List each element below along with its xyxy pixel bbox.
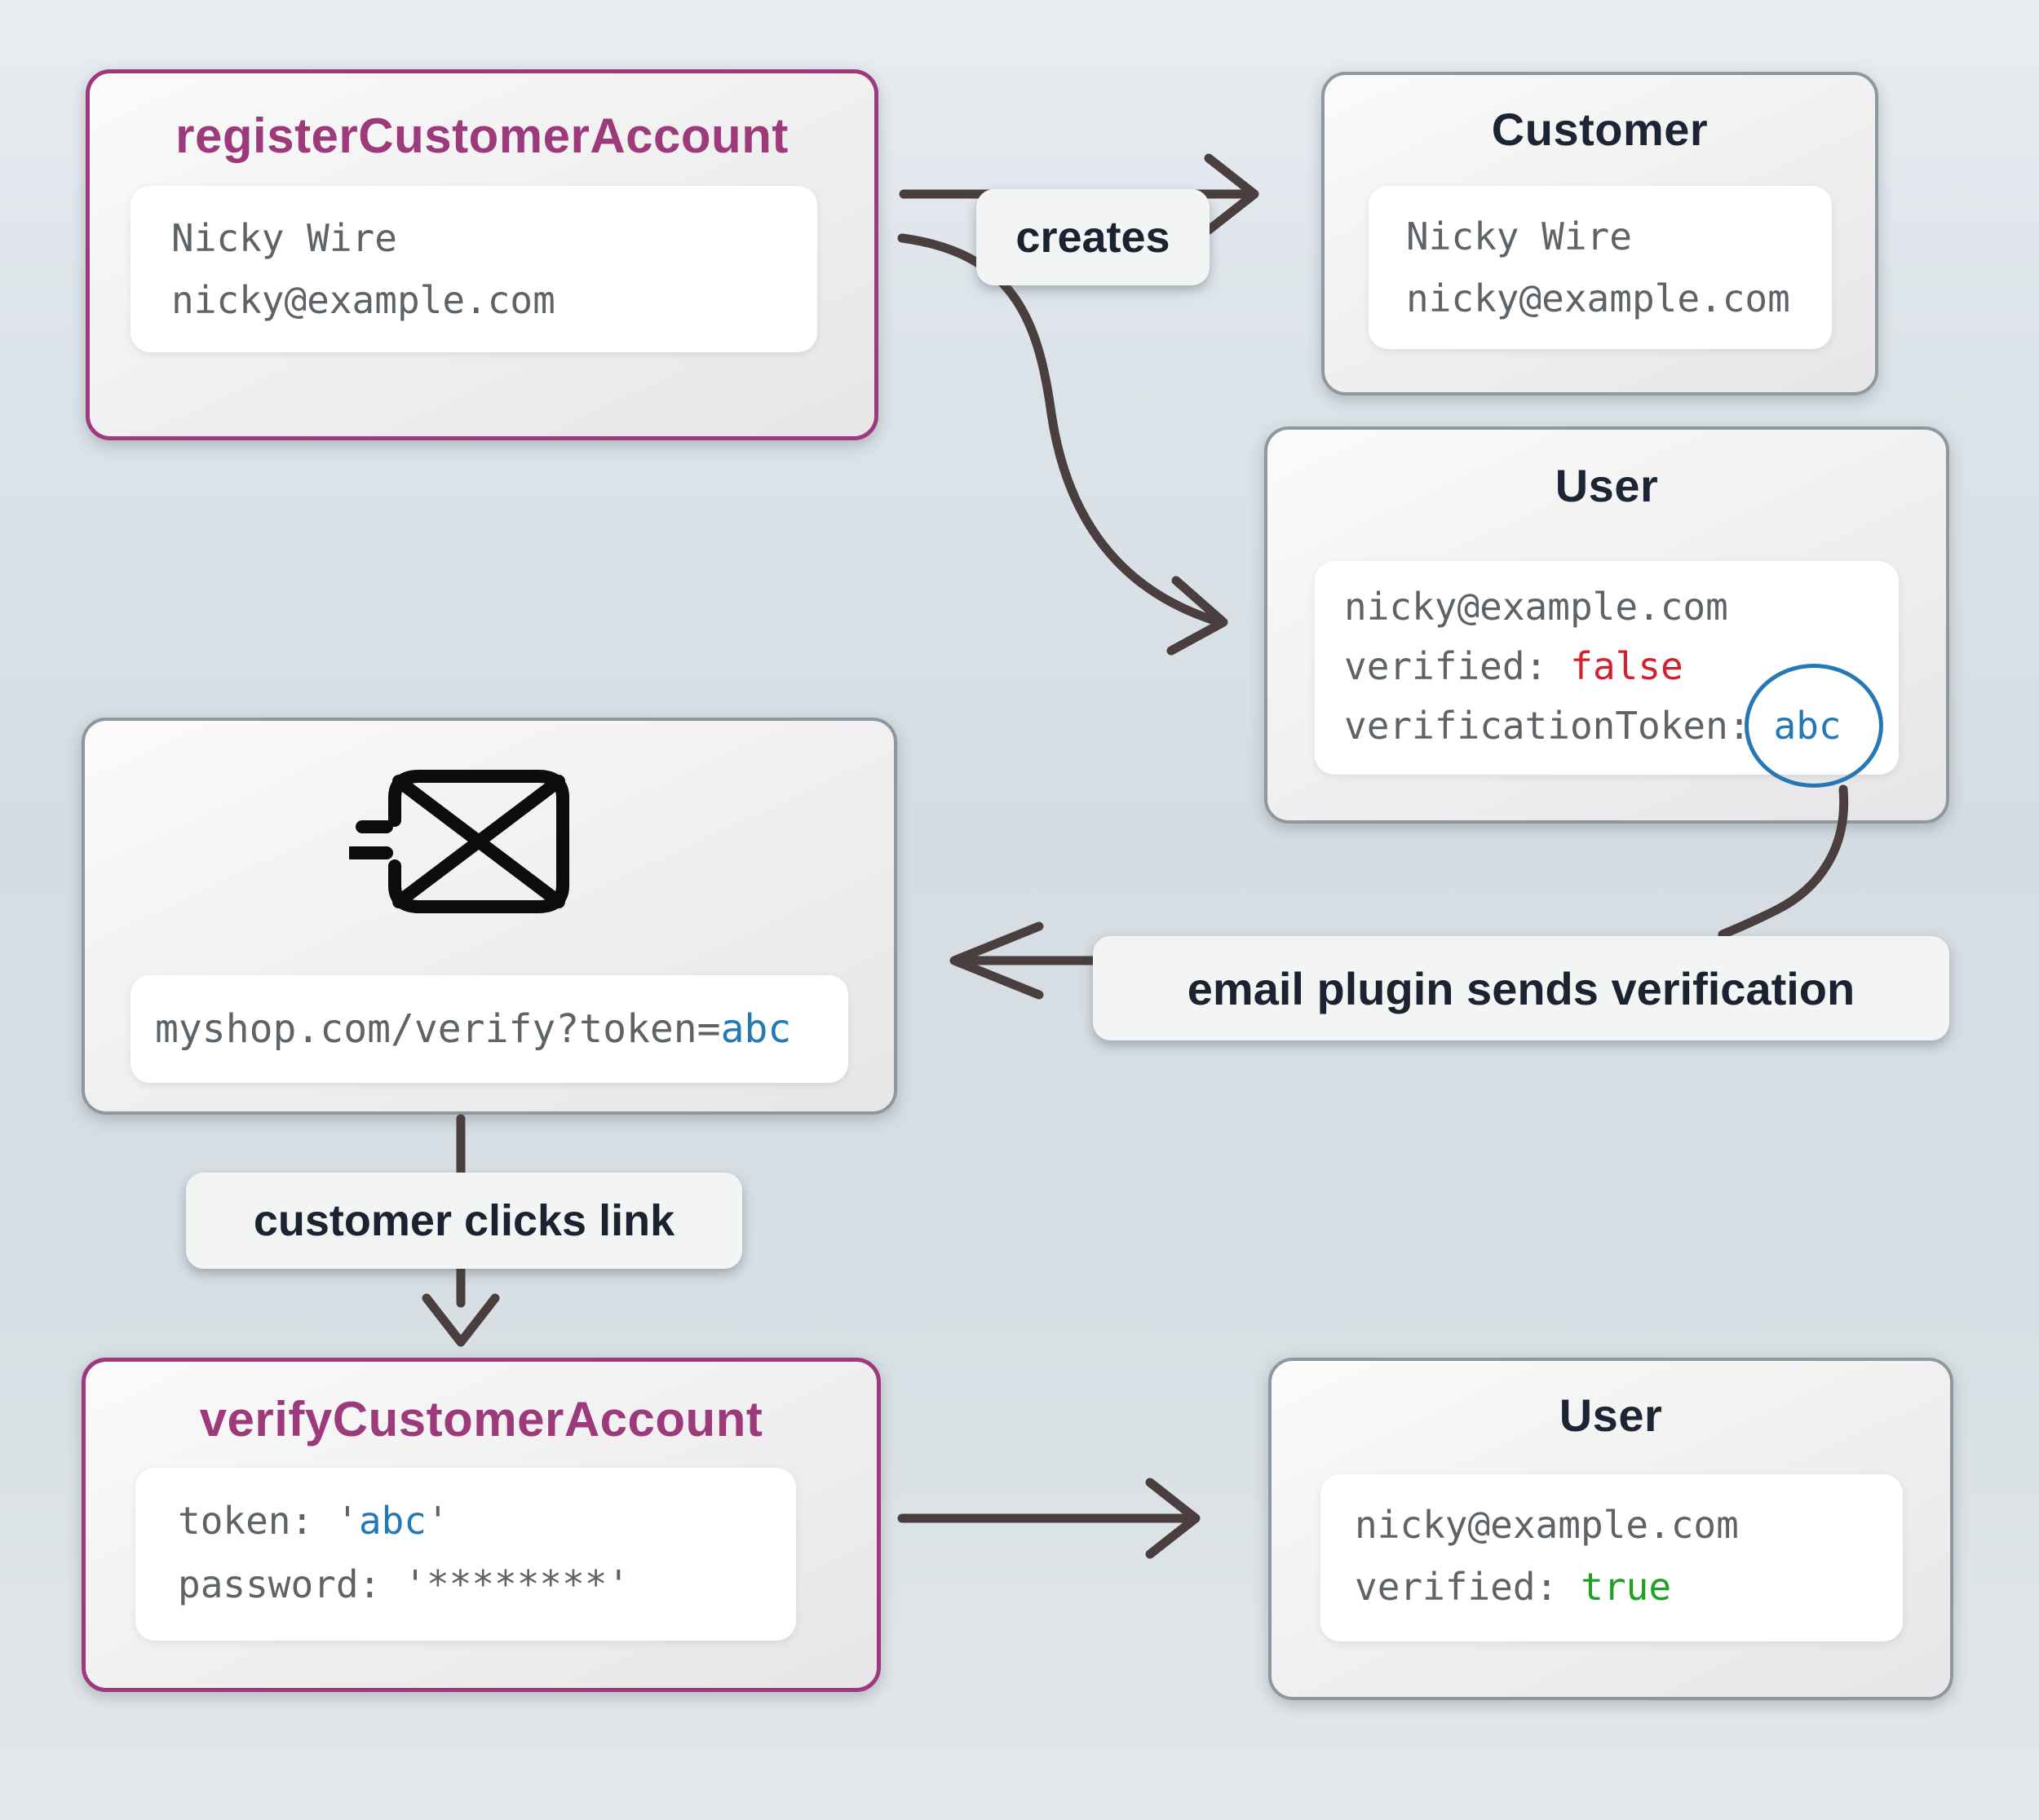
verification-url-card: myshop.com/verify?token=abc — [130, 975, 848, 1083]
register-payload-card: Nicky Wire nicky@example.com — [130, 186, 817, 352]
verified-key-text: verified: — [1344, 644, 1548, 688]
creates-label: creates — [976, 189, 1210, 285]
password-key-text: password: — [178, 1562, 382, 1606]
user-verified-email-text: nicky@example.com — [1355, 1503, 1739, 1547]
arrow-label-to-email — [949, 921, 1102, 1000]
arrow-register-to-user — [897, 233, 1228, 656]
register-name-text: Nicky Wire — [171, 216, 397, 260]
customer-name-text: Nicky Wire — [1406, 214, 1632, 258]
user-unverified-node-title: User — [1555, 460, 1659, 511]
user-verified-node-title: User — [1559, 1389, 1663, 1441]
verification-url-prefix: myshop.com/verify?token= — [155, 1006, 721, 1052]
verified-false-value: false — [1570, 644, 1683, 688]
token-key-text: token: — [178, 1499, 314, 1543]
verification-url-token: abc — [720, 1006, 792, 1052]
verify-payload-card: token: 'abc' password: '********' — [135, 1468, 796, 1641]
token-value-text: abc — [358, 1499, 427, 1543]
verification-token-key-text: verificationToken: — [1344, 704, 1751, 748]
token-quote-open: ' — [336, 1499, 359, 1543]
user-unverified-payload-card: nicky@example.com verified: false verific… — [1315, 561, 1899, 788]
register-node-title: registerCustomerAccount — [175, 108, 789, 163]
customer-clicks-label: customer clicks link — [186, 1173, 742, 1269]
register-email-text: nicky@example.com — [171, 278, 555, 322]
verified-key-text: verified: — [1355, 1565, 1559, 1609]
token-highlight-circle — [1744, 664, 1883, 788]
verified-true-value: true — [1581, 1565, 1672, 1609]
arrow-verify-to-user — [897, 1478, 1201, 1559]
user-verified-payload-card: nicky@example.com verified: true — [1320, 1474, 1903, 1641]
mail-send-icon — [349, 770, 569, 913]
token-quote-close: ' — [426, 1499, 449, 1543]
customer-email-text: nicky@example.com — [1406, 276, 1790, 320]
customer-node-title: Customer — [1491, 104, 1709, 155]
email-plugin-label: email plugin sends verification — [1093, 936, 1949, 1040]
password-value-text: '********' — [404, 1562, 630, 1606]
user-unverified-email-text: nicky@example.com — [1344, 585, 1728, 629]
verify-node-title: verifyCustomerAccount — [199, 1392, 763, 1447]
customer-payload-card: Nicky Wire nicky@example.com — [1369, 186, 1832, 349]
